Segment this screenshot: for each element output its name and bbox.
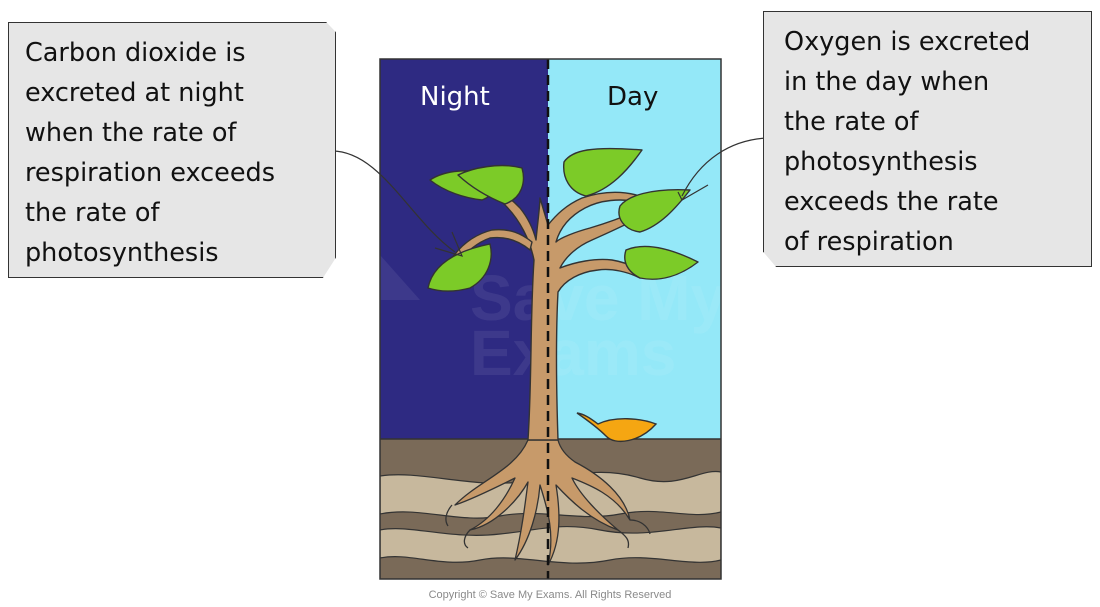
callout-line: when the rate of	[25, 118, 237, 148]
callout-line: the rate of	[784, 107, 919, 137]
copyright-notice: Copyright © Save My Exams. All Rights Re…	[428, 589, 672, 601]
callout-line: the rate of	[25, 198, 160, 228]
night-label: Night	[420, 82, 490, 112]
callout-line: respiration exceeds	[25, 158, 275, 188]
callout-line: photosynthesis	[25, 238, 219, 268]
watermark-logo: Save My Exams	[380, 255, 721, 389]
fallen-leaf	[576, 412, 658, 443]
svg-text:Exams: Exams	[470, 317, 676, 389]
callout-line: Carbon dioxide is	[25, 38, 246, 68]
tree-roots	[445, 439, 651, 566]
callout-line: photosynthesis	[784, 147, 978, 177]
day-label: Day	[607, 82, 659, 112]
callout-line: exceeds the rate	[784, 187, 999, 217]
callout-line: excreted at night	[25, 78, 244, 108]
callout-line: in the day when	[784, 67, 990, 97]
leaf	[624, 245, 699, 280]
callout-line: of respiration	[784, 227, 954, 257]
tree-leaves	[427, 147, 699, 292]
leaf	[457, 164, 525, 205]
leaf	[563, 147, 643, 197]
oxygen-callout: Oxygen is excreted in the day when the r…	[763, 11, 1092, 267]
leaf	[427, 243, 492, 292]
callout-line: Oxygen is excreted	[784, 27, 1031, 57]
leaf	[618, 188, 691, 233]
carbon-dioxide-callout: Carbon dioxide is excreted at night when…	[8, 22, 336, 278]
scene-frame	[379, 58, 722, 580]
